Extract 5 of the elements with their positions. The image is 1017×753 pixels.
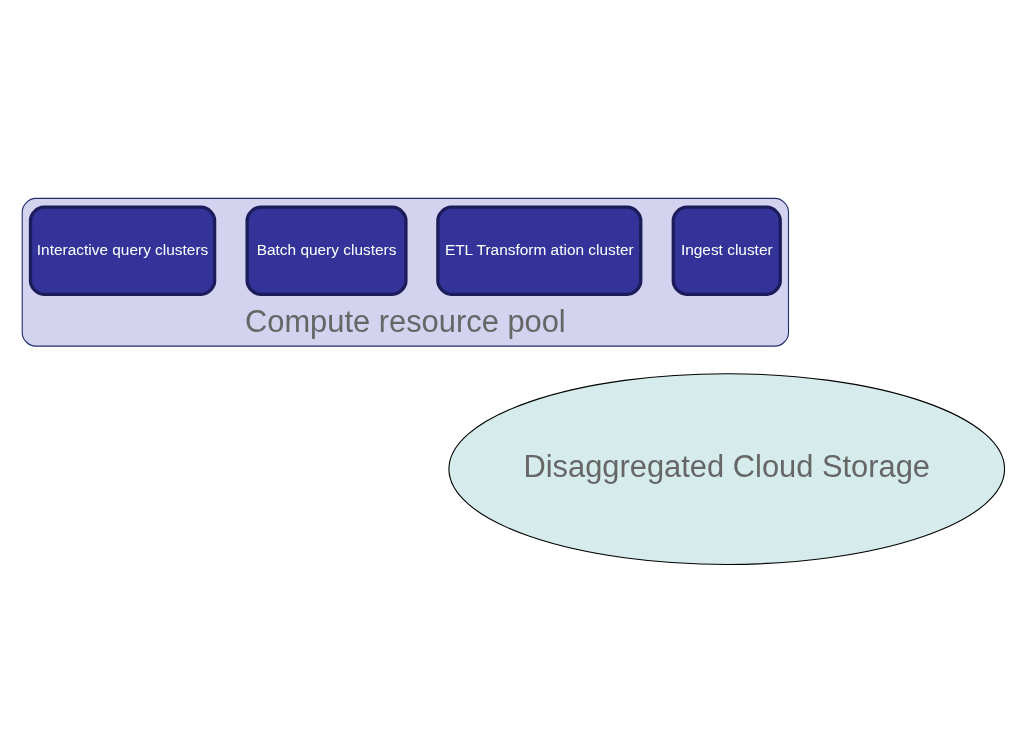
node-box: ETL Transform ation cluster (435, 205, 642, 296)
node-ellipse: Disaggregated Cloud Storage (447, 372, 1005, 565)
node-box: Interactive query clusters (28, 205, 216, 296)
node-box: Ingest cluster (671, 205, 782, 296)
node-box: Batch query clusters (245, 205, 408, 296)
